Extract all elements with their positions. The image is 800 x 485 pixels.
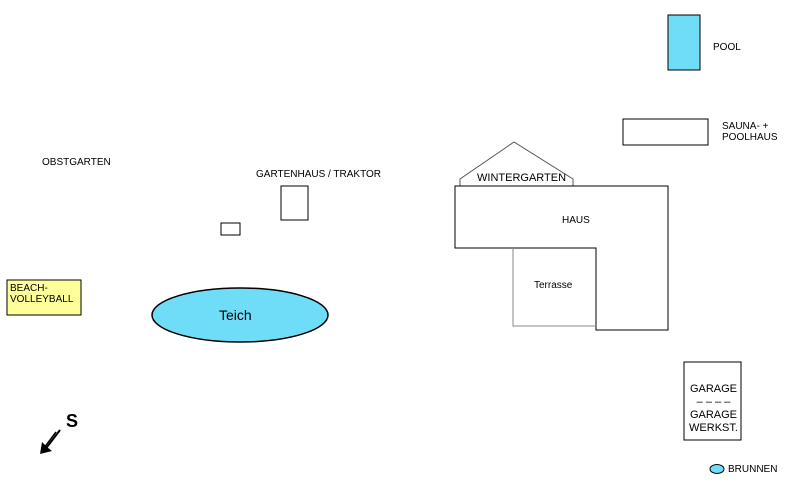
sauna-poolhaus-shape bbox=[622, 118, 709, 146]
haus-label: HAUS bbox=[562, 215, 590, 226]
well-icon bbox=[709, 464, 725, 474]
pond-shape bbox=[151, 287, 329, 343]
teich-label: Teich bbox=[219, 307, 252, 323]
wintergarten-roof bbox=[459, 141, 574, 186]
sauna-poolhaus-label: SAUNA- + POOLHAUS bbox=[722, 121, 778, 143]
garage-shape bbox=[683, 361, 742, 441]
pool-shape bbox=[667, 14, 701, 71]
beach-volleyball-line-1: BEACH- bbox=[10, 283, 48, 294]
pool-label: POOL bbox=[713, 42, 741, 53]
obstgarten-label: OBSTGARTEN bbox=[42, 157, 111, 168]
gartenhaus-label: GARTENHAUS / TRAKTOR bbox=[256, 169, 382, 180]
brunnen-label: BRUNNEN bbox=[728, 464, 778, 475]
beach-volleyball-shape bbox=[6, 279, 82, 316]
sauna-line-2: POOLHAUS bbox=[722, 132, 778, 143]
beach-volleyball-label: BEACH- VOLLEYBALL bbox=[10, 283, 73, 305]
garage-werkstatt-line-1: GARAGE bbox=[689, 409, 738, 421]
terrasse-label: Terrasse bbox=[534, 280, 573, 291]
garage-divider: – – – – bbox=[696, 396, 731, 408]
terrace-shape bbox=[512, 248, 596, 327]
wintergarten-label: WINTERGARTEN bbox=[477, 172, 567, 184]
south-label: S bbox=[66, 411, 79, 431]
beach-volleyball-line-2: VOLLEYBALL bbox=[10, 294, 74, 305]
garage-werkstatt-line-2: WERKST. bbox=[689, 422, 738, 434]
arrow-southwest-icon bbox=[40, 429, 61, 454]
small-shed-shape bbox=[220, 222, 241, 236]
garage-label: GARAGE – – – – GARAGE WERKST. bbox=[686, 383, 741, 435]
sauna-line-1: SAUNA- + bbox=[722, 121, 769, 132]
gartenhaus-shape bbox=[280, 185, 309, 221]
garage-title: GARAGE bbox=[689, 383, 738, 395]
house-shape bbox=[454, 185, 669, 331]
